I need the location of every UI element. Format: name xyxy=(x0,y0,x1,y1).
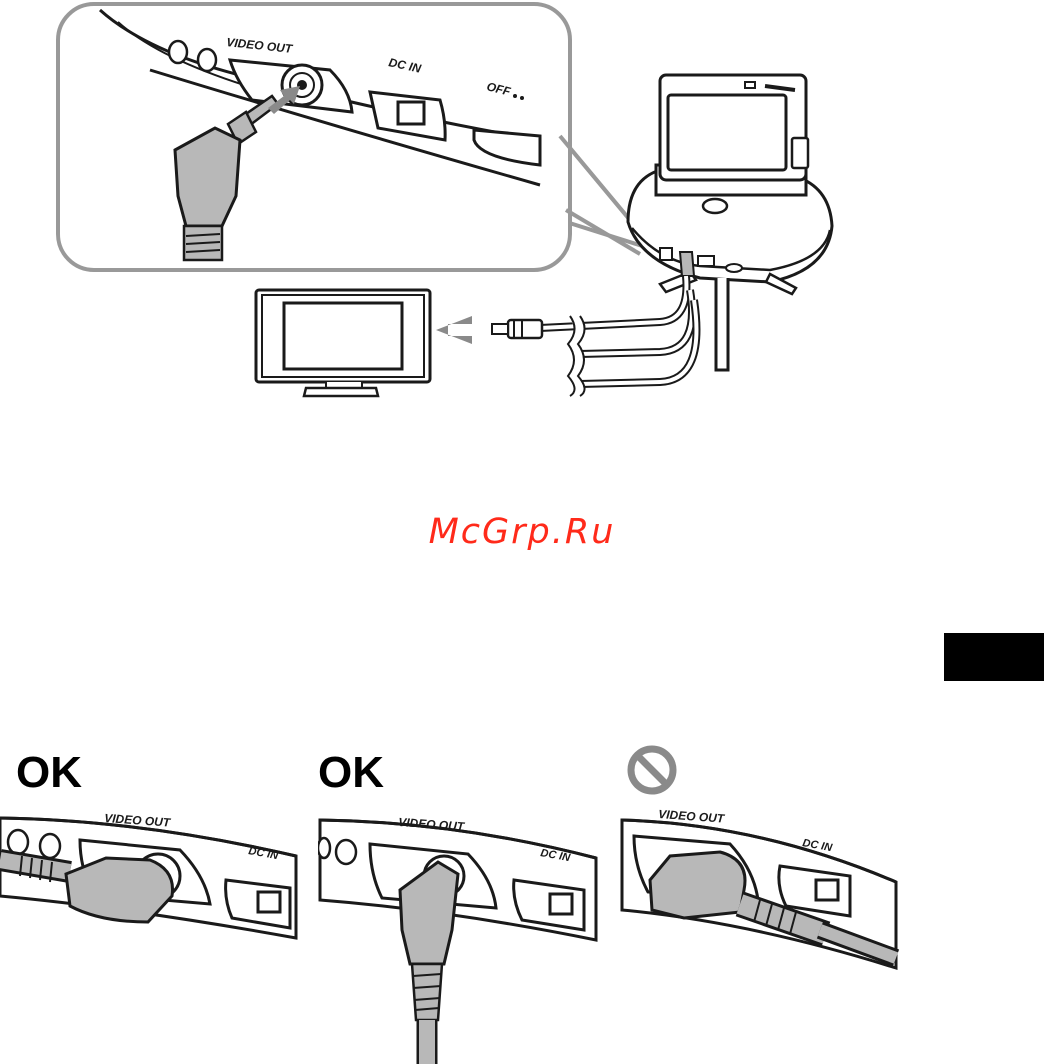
connection-illustration: VIDEO OUT DC IN OFF xyxy=(0,0,1044,410)
av-cable xyxy=(492,276,696,396)
panel-prohibited: VIDEO OUT DC IN xyxy=(620,800,900,1000)
panel-ok-horizontal: VIDEO OUT DC IN xyxy=(0,800,300,950)
panel-ok-vertical: VIDEO OUT DC IN xyxy=(318,800,598,1064)
ok-label-1: OK xyxy=(16,748,82,798)
camera-screen xyxy=(668,95,786,170)
section-tab xyxy=(944,633,1044,681)
prohibited-icon xyxy=(624,742,680,798)
ok-label-2: OK xyxy=(318,748,384,798)
television xyxy=(256,290,430,396)
watermark: McGrp.Ru xyxy=(0,512,1044,552)
signal-arrow xyxy=(436,316,472,344)
tv-screen xyxy=(284,303,402,369)
